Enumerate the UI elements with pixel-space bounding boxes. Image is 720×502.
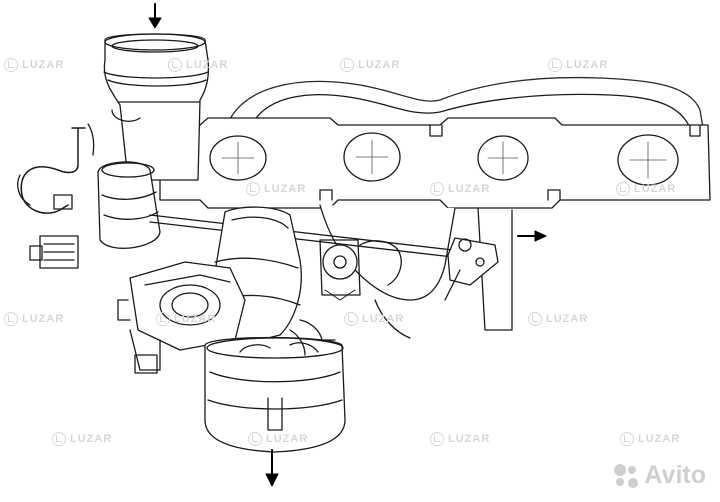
brand-logo-icon [430, 182, 444, 196]
brand-watermark: LUZAR [168, 58, 228, 72]
electric-actuator [129, 261, 246, 351]
brand-watermark: LUZAR [528, 312, 588, 326]
brand-watermark: LUZAR [4, 312, 64, 326]
brand-watermark: LUZAR [52, 432, 112, 446]
actuator-rod [149, 214, 471, 260]
brand-logo-icon [548, 58, 562, 72]
brand-watermark: LUZAR [430, 182, 490, 196]
flow-arrow-outlet-right [517, 230, 547, 242]
brand-watermark: LUZAR [344, 312, 404, 326]
avito-logo-text: Avito [644, 461, 706, 489]
inlet-mouth [104, 33, 206, 51]
brand-logo-icon [430, 432, 444, 446]
avito-logo-icon [614, 463, 639, 488]
brand-logo-icon [528, 312, 542, 326]
brand-watermark: LUZAR [248, 432, 308, 446]
brand-watermark: LUZAR [620, 432, 680, 446]
brand-watermark: LUZAR [340, 58, 400, 72]
brand-logo-icon [52, 432, 66, 446]
brand-logo-icon [616, 182, 630, 196]
flow-arrow-outlet-down [265, 449, 279, 487]
exhaust-port-4 [617, 134, 679, 186]
brand-logo-icon [168, 58, 182, 72]
brand-watermark: LUZAR [548, 58, 608, 72]
vacuum-hose [20, 127, 86, 214]
exhaust-port-2 [343, 132, 401, 182]
avito-watermark: Avito [614, 463, 706, 488]
brand-logo-icon [4, 312, 18, 326]
brand-logo-icon [156, 312, 170, 326]
brand-logo-icon [340, 58, 354, 72]
brand-logo-icon [344, 312, 358, 326]
brand-logo-icon [248, 432, 262, 446]
exhaust-port-1 [209, 135, 267, 181]
brand-logo-icon [246, 182, 260, 196]
wastegate-actuator [97, 161, 161, 249]
flow-arrow-inlet [148, 3, 162, 29]
exhaust-port-3 [477, 135, 529, 181]
brand-logo-icon [620, 432, 634, 446]
brand-watermark: LUZAR [246, 182, 306, 196]
brand-watermark: LUZAR [156, 312, 216, 326]
manifold-back-contour-inner [249, 93, 691, 129]
manifold-back-contour [224, 76, 706, 141]
brand-logo-icon [4, 58, 18, 72]
brand-watermark: LUZAR [430, 432, 490, 446]
brand-watermark: LUZAR [4, 58, 64, 72]
wastegate-valve [322, 244, 358, 280]
brand-watermark: LUZAR [616, 182, 676, 196]
compressor-inlet-pipe [103, 33, 210, 181]
